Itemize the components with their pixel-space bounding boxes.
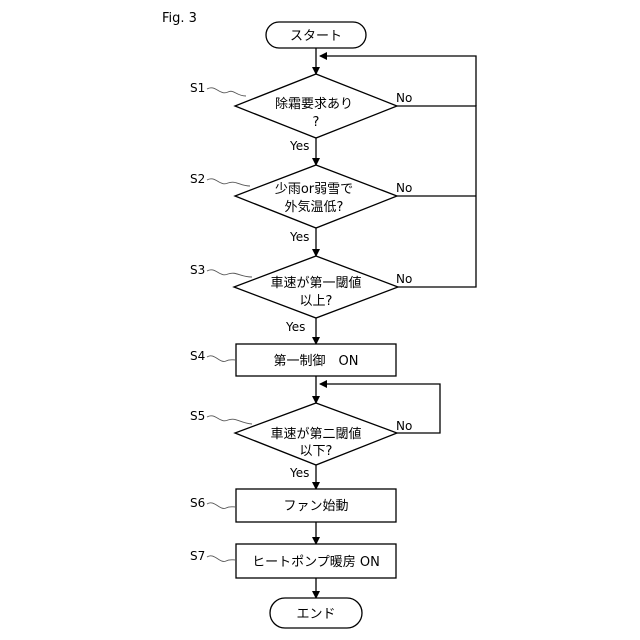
leader-s4 (207, 356, 236, 362)
s3-text-line2: 以上? (300, 294, 333, 309)
s1-text-line1: 除霜要求あり (275, 97, 353, 112)
start-label: スタート (290, 29, 342, 44)
s3-no-label: No (396, 272, 412, 286)
figure-label: Fig. 3 (162, 11, 197, 26)
step-label-s2: S2 (190, 172, 205, 186)
s3-text-line1: 車速が第一閾値 (270, 275, 361, 291)
s6-label: ファン始動 (283, 499, 348, 514)
step-label-s4: S4 (190, 349, 205, 363)
s1-no-label: No (396, 91, 412, 105)
s3-yes-label: Yes (285, 320, 305, 334)
step-label-s5: S5 (190, 409, 205, 423)
end-label: エンド (296, 607, 335, 622)
leader-s5 (207, 416, 252, 424)
s5-text-line1: 車速が第二閾値 (270, 426, 361, 442)
step-label-s1: S1 (190, 81, 205, 95)
s5-text-line2: 以下? (300, 444, 333, 459)
s2-text-line1: 少雨or弱雪で (275, 182, 353, 197)
leader-s7 (207, 556, 236, 562)
s5-no-label: No (396, 419, 412, 433)
s2-no-label: No (396, 181, 412, 195)
s5-yes-label: Yes (289, 466, 309, 480)
s4-label: 第一制御 ON (274, 354, 359, 369)
step-label-s3: S3 (190, 263, 205, 277)
step-label-s6: S6 (190, 496, 205, 510)
leader-s3 (207, 270, 252, 277)
s2-yes-label: Yes (289, 230, 309, 244)
leader-s6 (207, 503, 236, 509)
s7-label: ヒートポンプ暖房 ON (252, 554, 380, 570)
step-label-s7: S7 (190, 549, 205, 563)
s1-yes-label: Yes (289, 139, 309, 153)
leader-s2 (207, 179, 250, 186)
leader-s1 (207, 88, 246, 96)
s1-text-line2: ? (313, 115, 320, 130)
s2-text-line2: 外気温低? (285, 199, 344, 215)
